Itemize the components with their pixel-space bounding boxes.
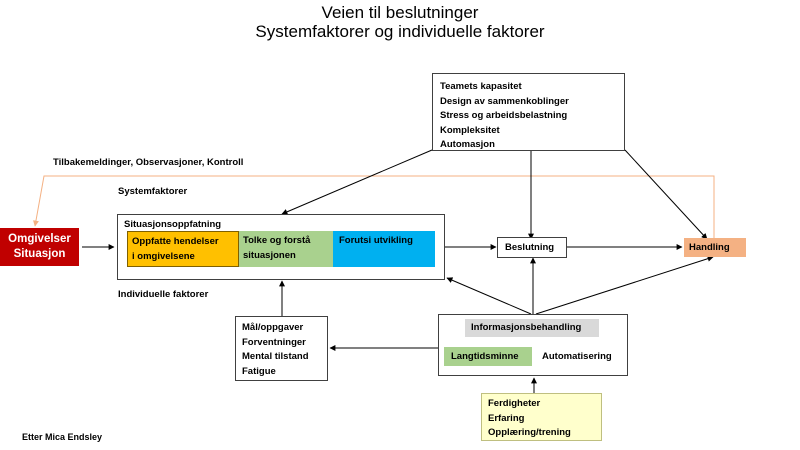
long-term-memory-label: Langtidsminne <box>451 351 519 362</box>
abilities-item: Ferdigheter <box>488 398 541 409</box>
action-box: Handling <box>684 238 746 257</box>
team-factor-item: Teamets kapasitet <box>440 81 522 92</box>
team-factor-item: Stress og arbeidsbelastning <box>440 110 568 121</box>
information-processing-header: Informasjonsbehandling <box>465 319 599 337</box>
goals-box: Mål/oppgaver Forventninger Mental tilsta… <box>235 316 328 381</box>
goals-item: Mål/oppgaver <box>242 322 304 333</box>
title-line-2: Systemfaktorer og individuelle faktorer <box>255 22 545 41</box>
environment-line-2: Situasjon <box>13 248 66 260</box>
comprehension-line-2: situasjonen <box>243 249 296 261</box>
decision-box: Beslutning <box>497 237 567 258</box>
goals-item: Fatigue <box>242 365 276 377</box>
individual-factors-label: Individuelle faktorer <box>118 289 209 300</box>
title-line-1: Veien til beslutninger <box>321 3 479 22</box>
abilities-item: Erfaring <box>488 412 525 424</box>
arrow-info-to-action <box>535 255 714 315</box>
comprehension-line-1: Tolke og forstå <box>243 235 311 246</box>
perception-level-box: Oppfatte hendelser i omgivelsene <box>127 231 239 267</box>
team-factor-item: Automasjon <box>440 139 495 150</box>
abilities-item: Opplæring/trening <box>488 427 571 438</box>
arrow-team-to-action <box>624 149 708 240</box>
action-label: Handling <box>689 242 730 253</box>
abilities-box: Ferdigheter Erfaring Opplæring/trening <box>481 393 602 441</box>
system-factors-label: Systemfaktorer <box>118 186 188 197</box>
projection-line-1: Forutsi utvikling <box>339 235 413 246</box>
goals-item: Mental tilstand <box>242 351 309 362</box>
environment-box: Omgivelser Situasjon <box>0 228 79 266</box>
long-term-memory-box: Langtidsminne <box>444 347 532 366</box>
environment-line-1: Omgivelser <box>8 233 71 245</box>
arrow-info-to-situation <box>446 277 532 315</box>
feedback-label: Tilbakemeldinger, Observasjoner, Kontrol… <box>53 157 244 168</box>
information-processing-label: Informasjonsbehandling <box>471 322 582 333</box>
decision-label: Beslutning <box>505 242 555 253</box>
situation-awareness-label: Situasjonsoppfatning <box>124 219 222 230</box>
perception-line-2: i omgivelsene <box>132 250 195 262</box>
feedback-loop-arrow <box>33 175 715 239</box>
projection-level-box: Forutsi utvikling <box>333 231 435 267</box>
perception-line-1: Oppfatte hendelser <box>132 236 219 247</box>
team-factors-box: Teamets kapasitet Design av sammenkoblin… <box>432 73 625 151</box>
arrow-team-to-situation <box>281 149 433 215</box>
team-factor-item: Kompleksitet <box>440 124 500 136</box>
automaticity-label: Automatisering <box>542 351 612 362</box>
team-factor-item: Design av sammenkoblinger <box>440 95 569 107</box>
comprehension-level-box: Tolke og forstå situasjonen <box>239 231 333 267</box>
credit-label: Etter Mica Endsley <box>22 432 103 442</box>
goals-item: Forventninger <box>242 336 306 348</box>
